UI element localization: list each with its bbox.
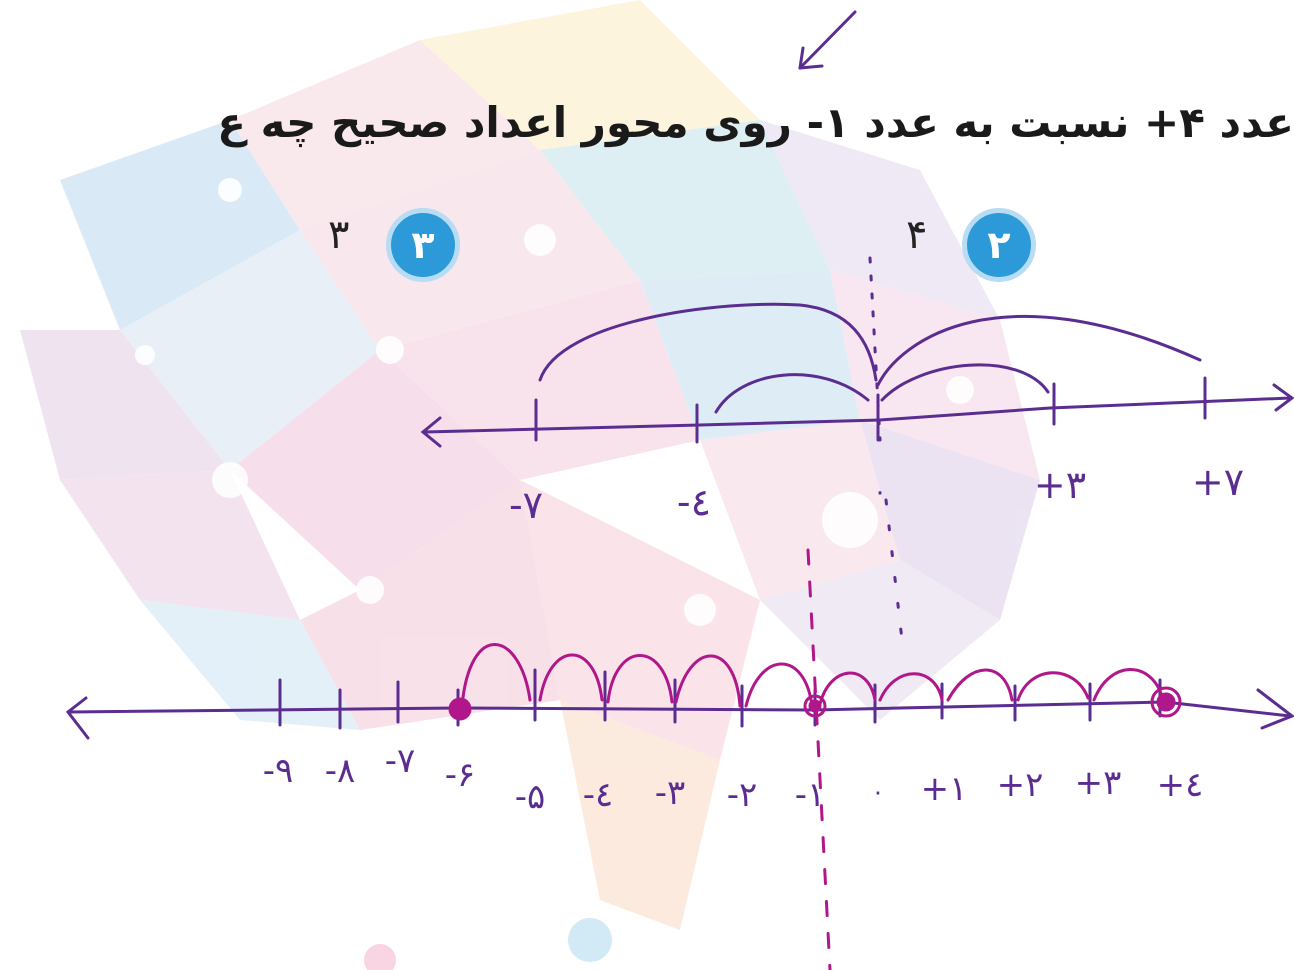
pointer-arrow-head (798, 46, 824, 70)
option-3-value: ۳ (328, 212, 350, 258)
hop-4 (674, 654, 742, 708)
end-point-plus4 (1150, 686, 1182, 718)
top-number-line (420, 256, 1294, 642)
hop-6 (818, 671, 877, 706)
question-text: عدد ۴+ نسبت به عدد ۱- روی محور اعداد صحی… (217, 98, 1294, 147)
bottom-label-plus4: +٤ (1157, 765, 1204, 805)
top-label-minus7: -۷ (509, 483, 543, 527)
bottom-label-plus1: +۱ (921, 769, 968, 809)
hop-8 (946, 668, 1014, 702)
top-jump-arc-left-big (538, 302, 878, 382)
top-jump-arc-left-small (714, 373, 870, 414)
option-3-badge[interactable]: ۳ (386, 208, 460, 282)
top-label-plus3: +۳ (1034, 463, 1086, 507)
bottom-label-minus8: -۸ (325, 751, 356, 791)
start-point-minus1-dot (808, 699, 822, 713)
option-2-value: ۴ (906, 212, 928, 258)
top-axis-line (423, 396, 1292, 434)
top-label-plus7: +۷ (1192, 460, 1244, 504)
top-axis-left-arrow (420, 416, 442, 448)
pointer-arrow-shaft (798, 10, 857, 70)
bottom-label-zero: ۰ (872, 778, 885, 806)
hop-5 (744, 662, 814, 708)
pointer-arrow (798, 10, 857, 70)
bottom-jump-arcs (448, 548, 1182, 970)
top-dotted-guide (868, 256, 882, 442)
hop-2 (538, 653, 604, 702)
hop-1 (460, 643, 532, 708)
bottom-label-minus7: -۷ (385, 741, 416, 781)
bottom-dashed-guide (806, 548, 832, 970)
top-axis-right-arrow (1272, 383, 1294, 412)
end-point-plus4-dot (1156, 692, 1176, 712)
mid-dotted-guide (884, 498, 904, 642)
hop-3 (606, 654, 674, 704)
bottom-label-plus2: +۲ (997, 765, 1044, 805)
hop-10 (1092, 668, 1164, 702)
bottom-label-minus6: -۶ (445, 755, 476, 795)
top-jump-arc-right-big (876, 314, 1202, 387)
top-label-minus4: -٤ (677, 480, 711, 524)
hop-9 (1016, 671, 1090, 702)
start-point-minus6 (448, 697, 472, 721)
bottom-axis-right-arrow (1256, 688, 1294, 730)
option-2-badge[interactable]: ۲ (962, 208, 1036, 282)
bottom-label-minus4: -٤ (583, 775, 614, 815)
bottom-axis-left-arrow (65, 696, 90, 740)
bottom-label-minus1: -۱ (795, 775, 826, 815)
start-point-minus1 (803, 694, 827, 718)
top-label-zero: ۰ (873, 477, 887, 507)
hop-7 (878, 672, 944, 702)
top-jump-arc-right-small (880, 363, 1050, 402)
bottom-label-plus3: +۳ (1075, 763, 1122, 803)
bottom-label-minus2: -۲ (727, 775, 758, 815)
bottom-label-minus5: -۵ (515, 777, 546, 817)
bottom-label-minus3: -۳ (655, 773, 686, 813)
bottom-axis-line (68, 700, 1292, 718)
bottom-label-minus9: -۹ (263, 751, 294, 791)
